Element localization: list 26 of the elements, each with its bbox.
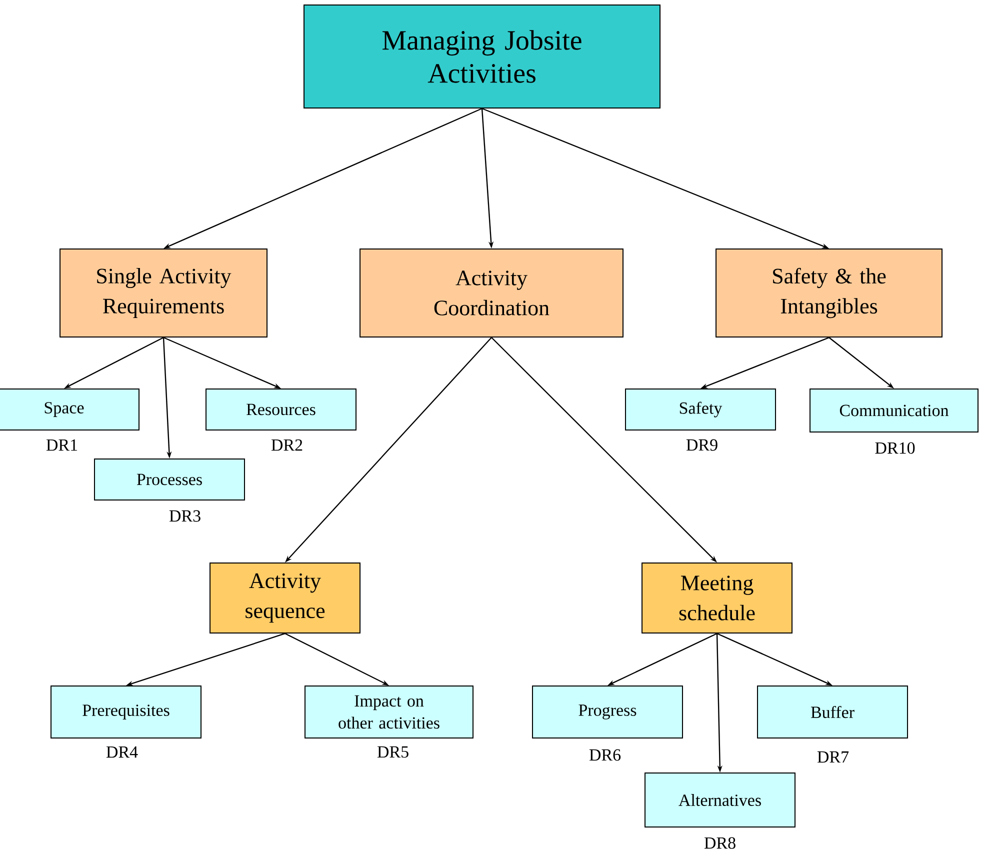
item-box: Processes (94, 458, 245, 500)
item-box: Prerequisites (50, 686, 202, 738)
category-box: Single Activity Requirements (60, 248, 268, 338)
requirement-code: DR1 (46, 439, 78, 451)
item-box: Alternatives (644, 772, 796, 828)
subcategory-box: Activity sequence (210, 562, 360, 634)
requirement-code: DR3 (169, 510, 200, 522)
item-box: Safety (625, 388, 776, 430)
requirement-code: DR7 (817, 751, 849, 763)
requirement-code: DR2 (271, 439, 302, 451)
category-box: Safety & the Intangibles (716, 248, 943, 338)
item-box: Buffer (757, 686, 908, 738)
title-box: Managing Jobsite Activities (304, 4, 660, 108)
requirement-code: DR6 (589, 749, 621, 761)
item-box: Impact on other activities (304, 686, 474, 738)
subcategory-box: Meeting schedule (642, 562, 792, 634)
item-box: Progress (532, 686, 683, 738)
requirement-code: DR5 (377, 746, 408, 758)
requirement-code: DR8 (704, 837, 736, 849)
item-box: Communication (810, 388, 979, 432)
requirement-code: DR9 (686, 439, 718, 451)
item-box: Resources (206, 388, 356, 430)
category-box: Activity Coordination (360, 248, 624, 338)
item-box: Space (0, 388, 140, 430)
requirement-code: DR10 (875, 442, 915, 454)
requirement-code: DR4 (106, 746, 138, 758)
